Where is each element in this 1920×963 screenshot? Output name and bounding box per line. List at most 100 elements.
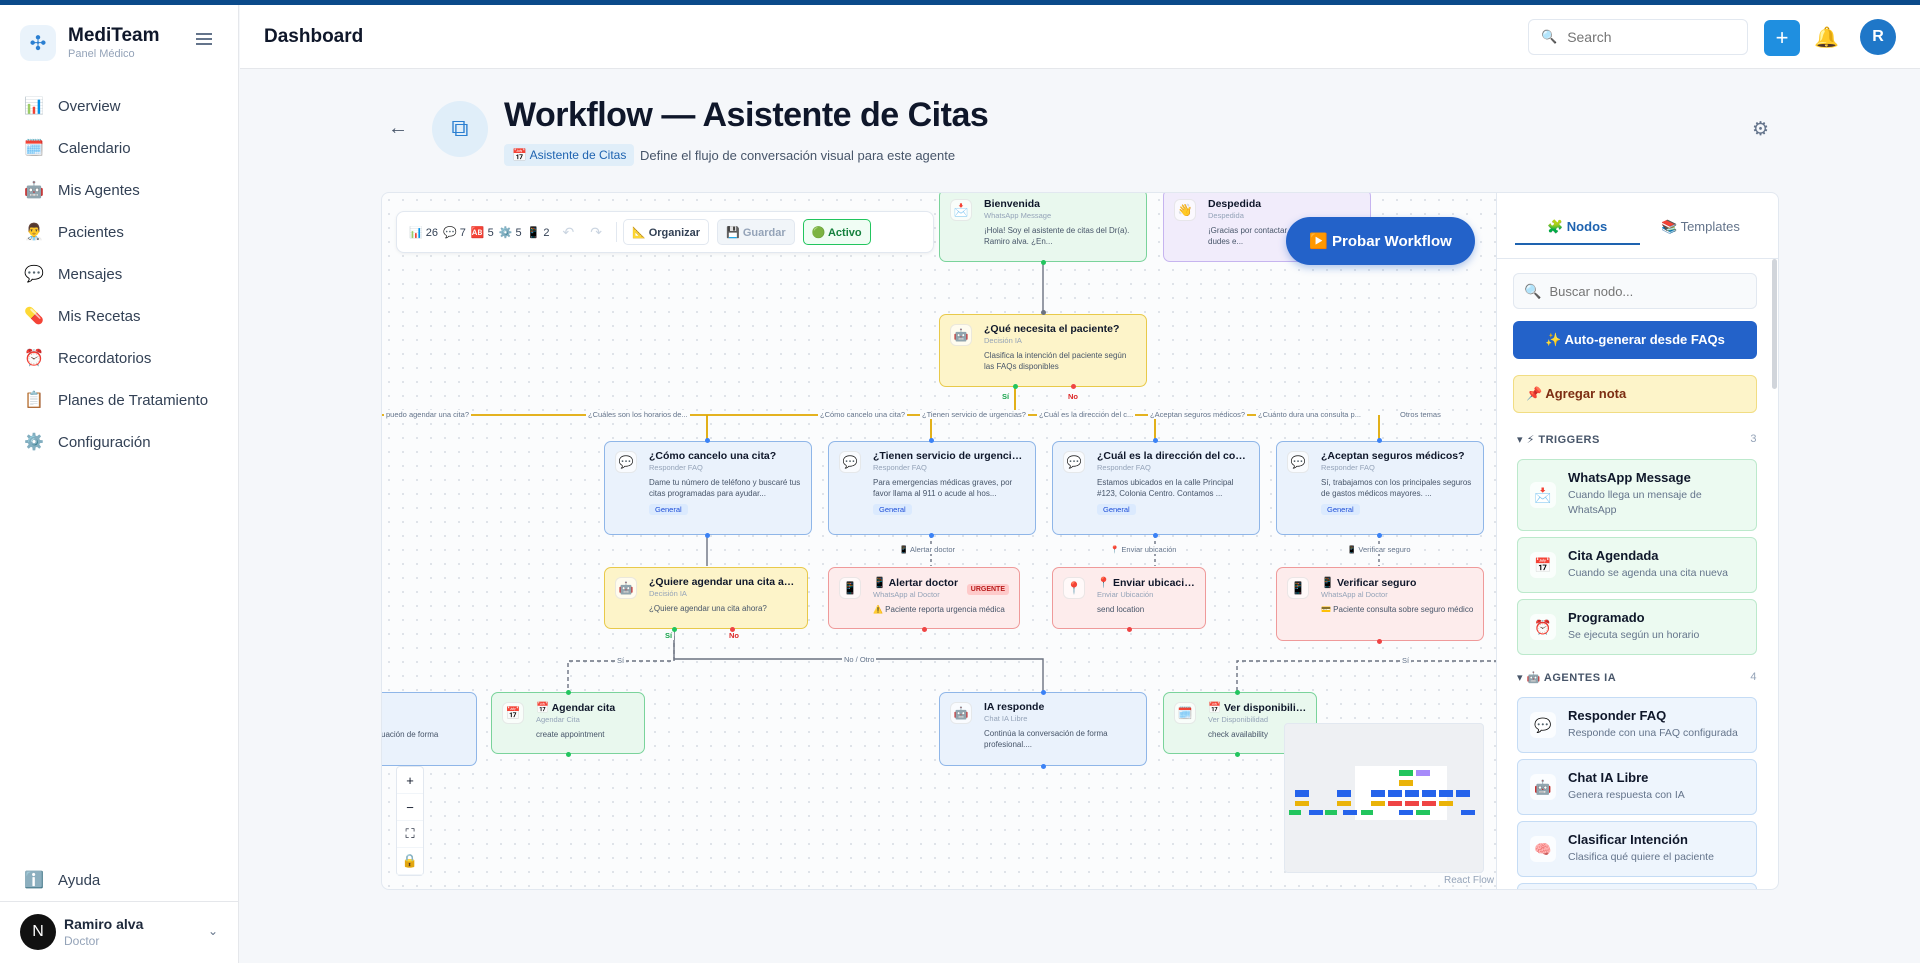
node-faq-cancelo[interactable]: 💬 ¿Cómo cancelo una cita? Responder FAQ …: [604, 441, 812, 535]
redo-icon[interactable]: ↷: [590, 223, 602, 240]
node-handle[interactable]: [566, 690, 571, 695]
palette-item-partial[interactable]: [1517, 883, 1757, 889]
test-workflow-button[interactable]: ▶️ Probar Workflow: [1286, 217, 1475, 265]
minimap[interactable]: [1284, 723, 1484, 873]
avatar[interactable]: R: [1860, 19, 1896, 55]
sidebar-item-recordatorios[interactable]: ⏰Recordatorios: [0, 337, 239, 379]
edge-label-yes: Sí: [1000, 392, 1012, 401]
section-triggers[interactable]: ▾ ⚡ TRIGGERS 3: [1517, 433, 1757, 446]
user-role: Doctor: [64, 934, 100, 948]
gear-icon[interactable]: ⚙: [1752, 119, 1770, 140]
sidebar-item-overview[interactable]: 📊Overview: [0, 85, 239, 127]
node-search-input[interactable]: [1549, 283, 1740, 299]
node-handle[interactable]: [1235, 752, 1240, 757]
react-flow-attribution[interactable]: React Flow: [1444, 875, 1495, 886]
active-toggle-button[interactable]: 🟢 Activo: [802, 219, 871, 245]
menu-toggle-icon[interactable]: [196, 33, 212, 45]
bell-icon[interactable]: 🔔: [1814, 27, 1839, 49]
zoom-in-button[interactable]: +: [397, 767, 423, 794]
node-handle[interactable]: [1153, 438, 1158, 443]
node-handle[interactable]: [1235, 690, 1240, 695]
add-button[interactable]: +: [1764, 20, 1800, 56]
node-handle[interactable]: [1377, 639, 1382, 644]
user-menu[interactable]: N Ramiro alva Doctor ⌄: [0, 901, 239, 963]
node-enviar-ubicacion[interactable]: 📍 📍 Enviar ubicación Enviar Ubicación se…: [1052, 567, 1206, 629]
palette-item-clasificar-intencion[interactable]: 🧠 Clasificar Intención Clasifica qué qui…: [1517, 821, 1757, 877]
node-handle[interactable]: [922, 627, 927, 632]
sidebar-item-pacientes[interactable]: 👨‍⚕️Pacientes: [0, 211, 239, 253]
chevron-down-icon[interactable]: ⌄: [208, 924, 219, 938]
node-handle[interactable]: [1041, 260, 1046, 265]
node-handle[interactable]: [1377, 438, 1382, 443]
node-alertar-doctor[interactable]: 📱 📱 Alertar doctor WhatsApp al Doctor ⚠️…: [828, 567, 1020, 629]
node-handle[interactable]: [705, 438, 710, 443]
palette-item-whatsapp-message[interactable]: 📩 WhatsApp Message Cuando llega un mensa…: [1517, 459, 1757, 531]
node-handle[interactable]: [730, 627, 735, 632]
search-box[interactable]: 🔍: [1528, 19, 1748, 55]
palette-item-cita-agendada[interactable]: 📅 Cita Agendada Cuando se agenda una cit…: [1517, 537, 1757, 593]
edge-label: ¿Cuánto dura una consulta p...: [1256, 410, 1363, 419]
node-ia-responde[interactable]: 🤖 IA responde Chat IA Libre Continúa la …: [939, 692, 1147, 766]
node-handle[interactable]: [929, 438, 934, 443]
sidebar-item-ayuda[interactable]: ℹ️Ayuda: [0, 859, 239, 901]
node-partial-left[interactable]: uación de forma: [382, 692, 477, 766]
brand[interactable]: ✣ MediTeam Panel Médico: [20, 23, 220, 63]
node-verificar-seguro[interactable]: 📱 📱 Verificar seguro WhatsApp al Doctor …: [1276, 567, 1484, 641]
palette-item-chat-ia-libre[interactable]: 🤖 Chat IA Libre Genera respuesta con IA: [1517, 759, 1757, 815]
lock-icon[interactable]: 🔒: [397, 848, 423, 875]
node-agendar-cita[interactable]: 📅 📅 Agendar cita Agendar Cita create app…: [491, 692, 645, 754]
node-handle[interactable]: [1041, 310, 1046, 315]
sidebar-item-calendario[interactable]: 🗓️Calendario: [0, 127, 239, 169]
node-handle[interactable]: [1071, 384, 1076, 389]
organize-button[interactable]: 📐 Organizar: [622, 219, 710, 245]
tab-nodos[interactable]: 🧩 Nodos: [1547, 219, 1608, 234]
node-handle[interactable]: [1041, 690, 1046, 695]
node-handle[interactable]: [705, 533, 710, 538]
tab-templates[interactable]: 📚 Templates: [1661, 219, 1740, 234]
node-handle[interactable]: [1041, 764, 1046, 769]
node-faq-direccion[interactable]: 💬 ¿Cuál es la dirección del consult... R…: [1052, 441, 1260, 535]
node-bienvenida[interactable]: 📩 Bienvenida WhatsApp Message ¡Hola! Soy…: [939, 193, 1147, 262]
sidebar-help: ℹ️Ayuda: [0, 859, 239, 901]
node-text: 💳 Paciente consulta sobre seguro médico: [1321, 605, 1474, 614]
node-faq-seguros[interactable]: 💬 ¿Aceptan seguros médicos? Responder FA…: [1276, 441, 1484, 535]
agent-tag[interactable]: 📅 Asistente de Citas: [504, 144, 635, 166]
sidebar-item-configuracion[interactable]: ⚙️Configuración: [0, 421, 239, 463]
back-arrow-icon[interactable]: ←: [388, 117, 408, 139]
node-text: Sí, trabajamos con los principales segur…: [1321, 478, 1472, 498]
palette-item-responder-faq[interactable]: 💬 Responder FAQ Responde con una FAQ con…: [1517, 697, 1757, 753]
sidebar-item-mis-recetas[interactable]: 💊Mis Recetas: [0, 295, 239, 337]
node-decision-ia[interactable]: 🤖 ¿Qué necesita el paciente? Decisión IA…: [939, 314, 1147, 387]
section-agentes-ia[interactable]: ▾ 🤖 AGENTES IA 4: [1517, 671, 1757, 684]
node-handle[interactable]: [1013, 384, 1018, 389]
auto-generate-button[interactable]: ✨ Auto-generar desde FAQs: [1513, 321, 1757, 359]
save-button[interactable]: 💾 Guardar: [717, 219, 795, 245]
sidebar-item-mensajes[interactable]: 💬Mensajes: [0, 253, 239, 295]
node-handle[interactable]: [1127, 627, 1132, 632]
node-text: check availability: [1208, 730, 1269, 739]
node-handle[interactable]: [929, 533, 934, 538]
node-handle[interactable]: [566, 752, 571, 757]
search-input[interactable]: [1567, 29, 1728, 45]
node-handle[interactable]: [672, 627, 677, 632]
edge-label: 📍 Enviar ubicación: [1108, 545, 1179, 554]
zoom-out-button[interactable]: −: [397, 794, 423, 821]
workflow-canvas[interactable]: puedo agendar una cita? ¿Cuáles son los …: [381, 192, 1497, 890]
sidebar-item-planes[interactable]: 📋Planes de Tratamiento: [0, 379, 239, 421]
node-handle[interactable]: [1377, 533, 1382, 538]
palette-item-programado[interactable]: ⏰ Programado Se ejecuta según un horario: [1517, 599, 1757, 655]
add-note-button[interactable]: 📌 Agregar nota: [1513, 375, 1757, 413]
chat-icon: 💬: [1530, 712, 1556, 738]
sidebar-item-mis-agentes[interactable]: 🤖Mis Agentes: [0, 169, 239, 211]
node-handle[interactable]: [1153, 533, 1158, 538]
undo-icon[interactable]: ↶: [562, 223, 575, 240]
palette-item-desc: Cuando llega un mensaje de WhatsApp: [1568, 489, 1702, 516]
fit-view-button[interactable]: ⛶: [397, 821, 423, 848]
minimap-node: [1371, 790, 1385, 797]
page-title: Dashboard: [264, 26, 364, 47]
node-faq-urgencias[interactable]: 💬 ¿Tienen servicio de urgencias? Respond…: [828, 441, 1036, 535]
pin-icon: 📍: [1063, 577, 1085, 599]
node-search-box[interactable]: 🔍: [1513, 273, 1757, 309]
node-decision-agendar[interactable]: 🤖 ¿Quiere agendar una cita ahora? Decisi…: [604, 567, 808, 629]
panel-scrollbar[interactable]: [1772, 259, 1777, 389]
